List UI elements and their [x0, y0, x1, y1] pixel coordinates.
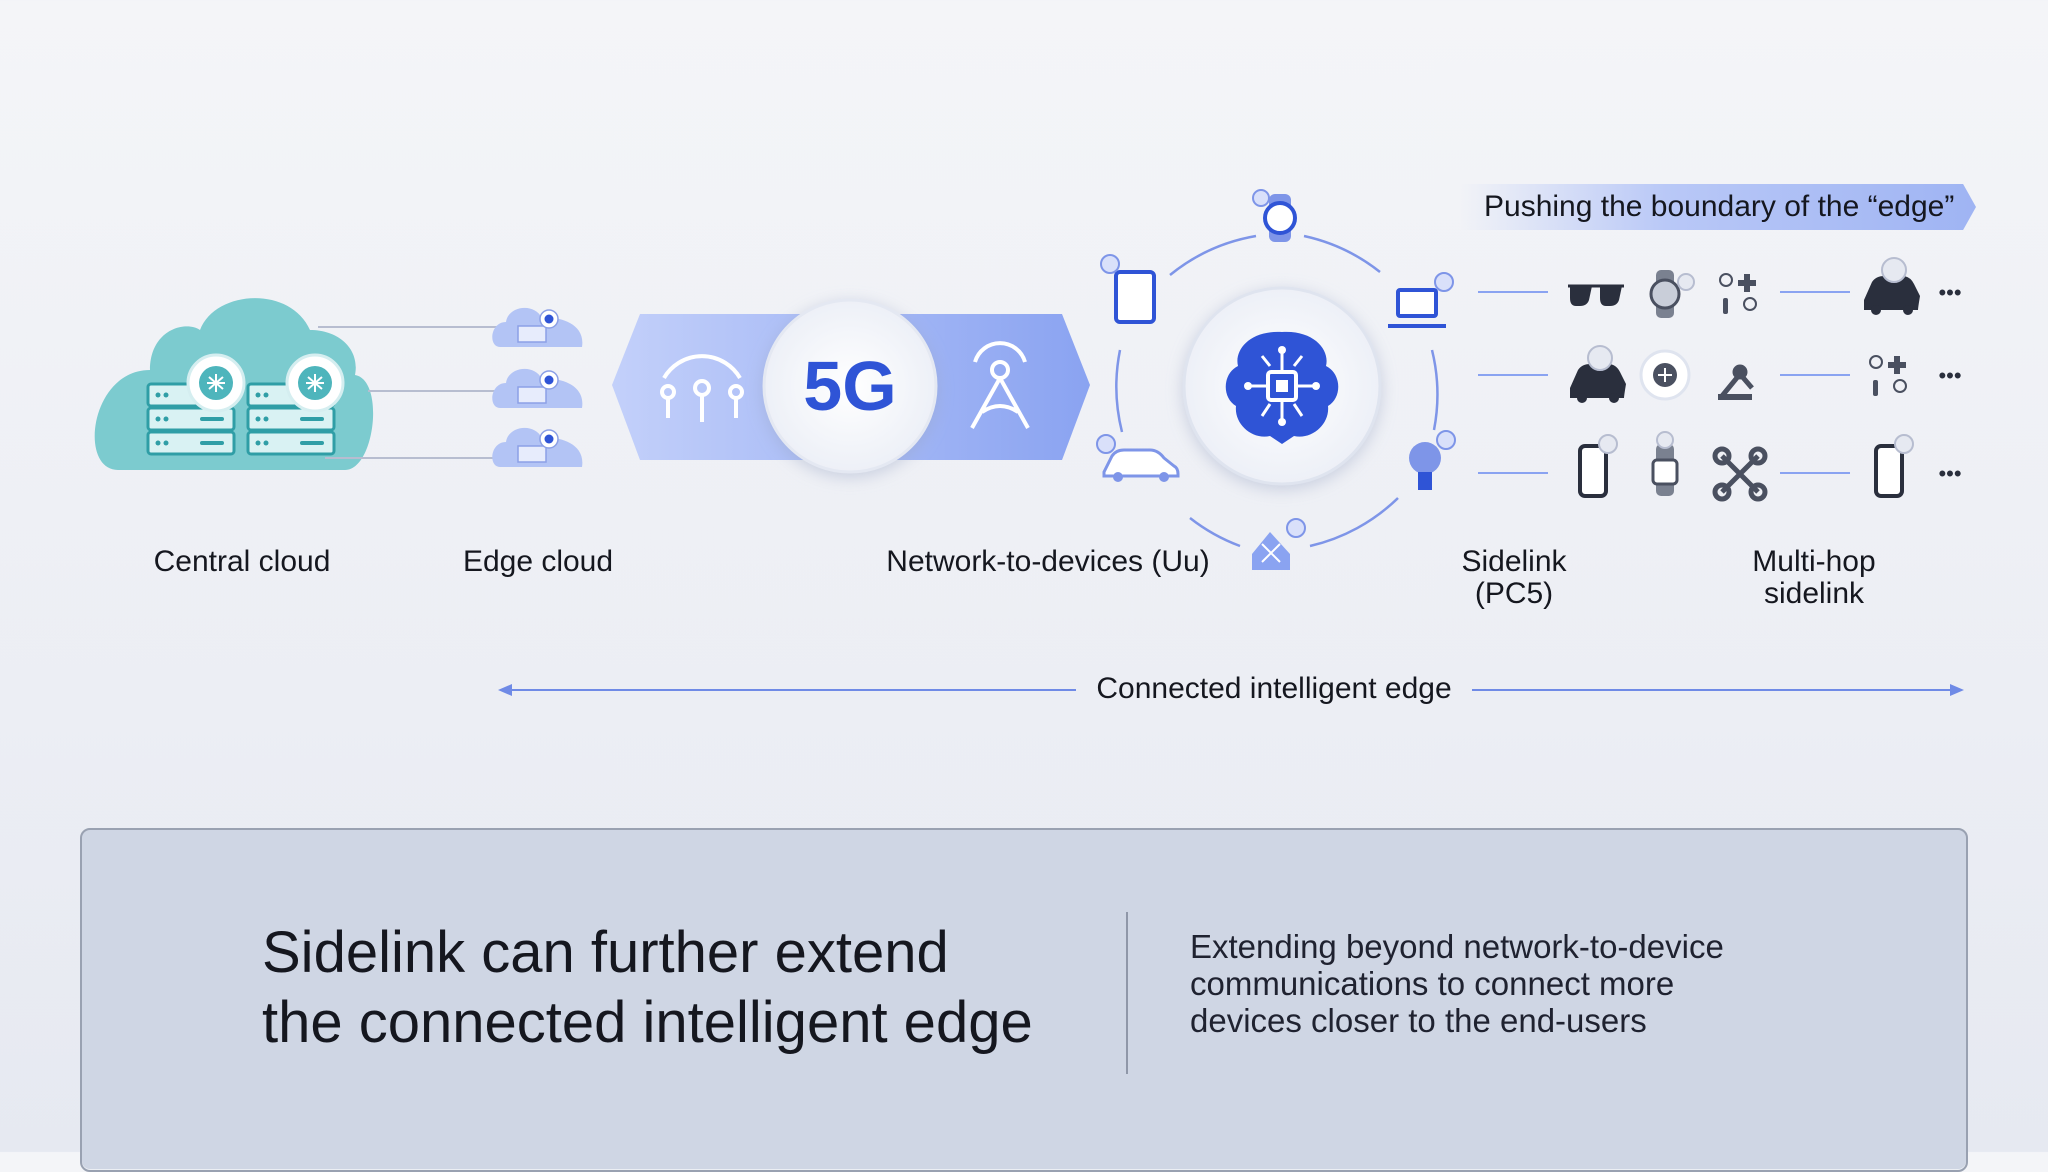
- label-sidelink-line2: (PC5): [1474, 577, 1554, 610]
- panel-title-line1: Sidelink can further extend: [262, 920, 949, 985]
- edge-cloud-icon: [492, 368, 583, 408]
- connected-edge-label: Connected intelligent edge: [1096, 672, 1452, 705]
- summary-panel: [80, 828, 1968, 1172]
- smartwatch-icon: [1649, 270, 1695, 318]
- fitness-band-icon: [1651, 431, 1679, 496]
- phone-icon: [1578, 434, 1618, 498]
- more-indicator: •••: [1938, 363, 1961, 388]
- smartwatch-icon: [1252, 189, 1297, 242]
- more-indicator: •••: [1938, 280, 1961, 305]
- central-cloud-icon: [94, 298, 374, 470]
- uu-ring: [1115, 234, 1439, 548]
- sensor-cluster-icon: [1869, 355, 1907, 396]
- sunglasses-icon: [1568, 284, 1624, 306]
- edge-boundary-banner-text: Pushing the boundary of the “edge”: [1484, 190, 1955, 223]
- panel-description-line: Extending beyond network-to-device: [1190, 928, 1724, 965]
- robot-arm-icon: [1718, 364, 1754, 400]
- label-multihop-sidelink: Multi-hop sidelink: [1714, 546, 1914, 610]
- tablet-icon: [1100, 254, 1156, 324]
- panel-divider: [1126, 912, 1128, 1074]
- label-uu: Network-to-devices (Uu): [886, 545, 1210, 578]
- cell-tower-icon: [970, 341, 1030, 429]
- edge-cloud-icon: [492, 307, 583, 347]
- car-icon: [1096, 434, 1180, 482]
- 5g-badge-circle: [762, 298, 938, 474]
- brain-chip-icon: [1225, 331, 1339, 444]
- connected-edge-arrow: [498, 684, 1964, 696]
- 5g-badge-text: 5G: [803, 347, 896, 425]
- ring-device-icons: [1096, 189, 1456, 570]
- car-icon: [1570, 345, 1626, 403]
- panel-description-line: devices closer to the end-users: [1190, 1002, 1647, 1039]
- label-multihop-line1: Multi-hop: [1752, 545, 1876, 578]
- panel-description: Extending beyond network-to-device commu…: [1190, 928, 1830, 1039]
- label-sidelink-line1: Sidelink: [1461, 545, 1567, 578]
- panel-description-line: communications to connect more: [1190, 965, 1675, 1002]
- cloud-connector-lines: [318, 326, 498, 459]
- panel-title: Sidelink can further extend the connecte…: [262, 918, 1122, 1058]
- panel-title-line2: the connected intelligent edge: [262, 990, 1033, 1055]
- edge-cloud-icon: [492, 427, 583, 467]
- drone-icon: [1712, 446, 1768, 502]
- label-central-cloud: Central cloud: [153, 545, 331, 578]
- sensor-cluster-icon: [1719, 273, 1757, 314]
- more-indicator: •••: [1938, 461, 1961, 486]
- laptop-icon: [1388, 272, 1454, 328]
- label-edge-cloud: Edge cloud: [462, 545, 614, 578]
- brain-badge-icon: [1639, 349, 1691, 401]
- lightbulb-icon: [1409, 430, 1456, 490]
- smart-home-icon: [1252, 518, 1306, 570]
- antenna-icon: [660, 354, 744, 422]
- sidelink-connector-lines: [1478, 291, 1850, 474]
- label-multihop-line2: sidelink: [1763, 577, 1865, 610]
- edge-cloud-icons: [492, 307, 583, 467]
- phone-icon: [1874, 434, 1914, 498]
- label-sidelink: Sidelink (PC5): [1414, 546, 1614, 610]
- car-icon: [1864, 257, 1920, 315]
- edge-boundary-banner: [1460, 184, 1976, 230]
